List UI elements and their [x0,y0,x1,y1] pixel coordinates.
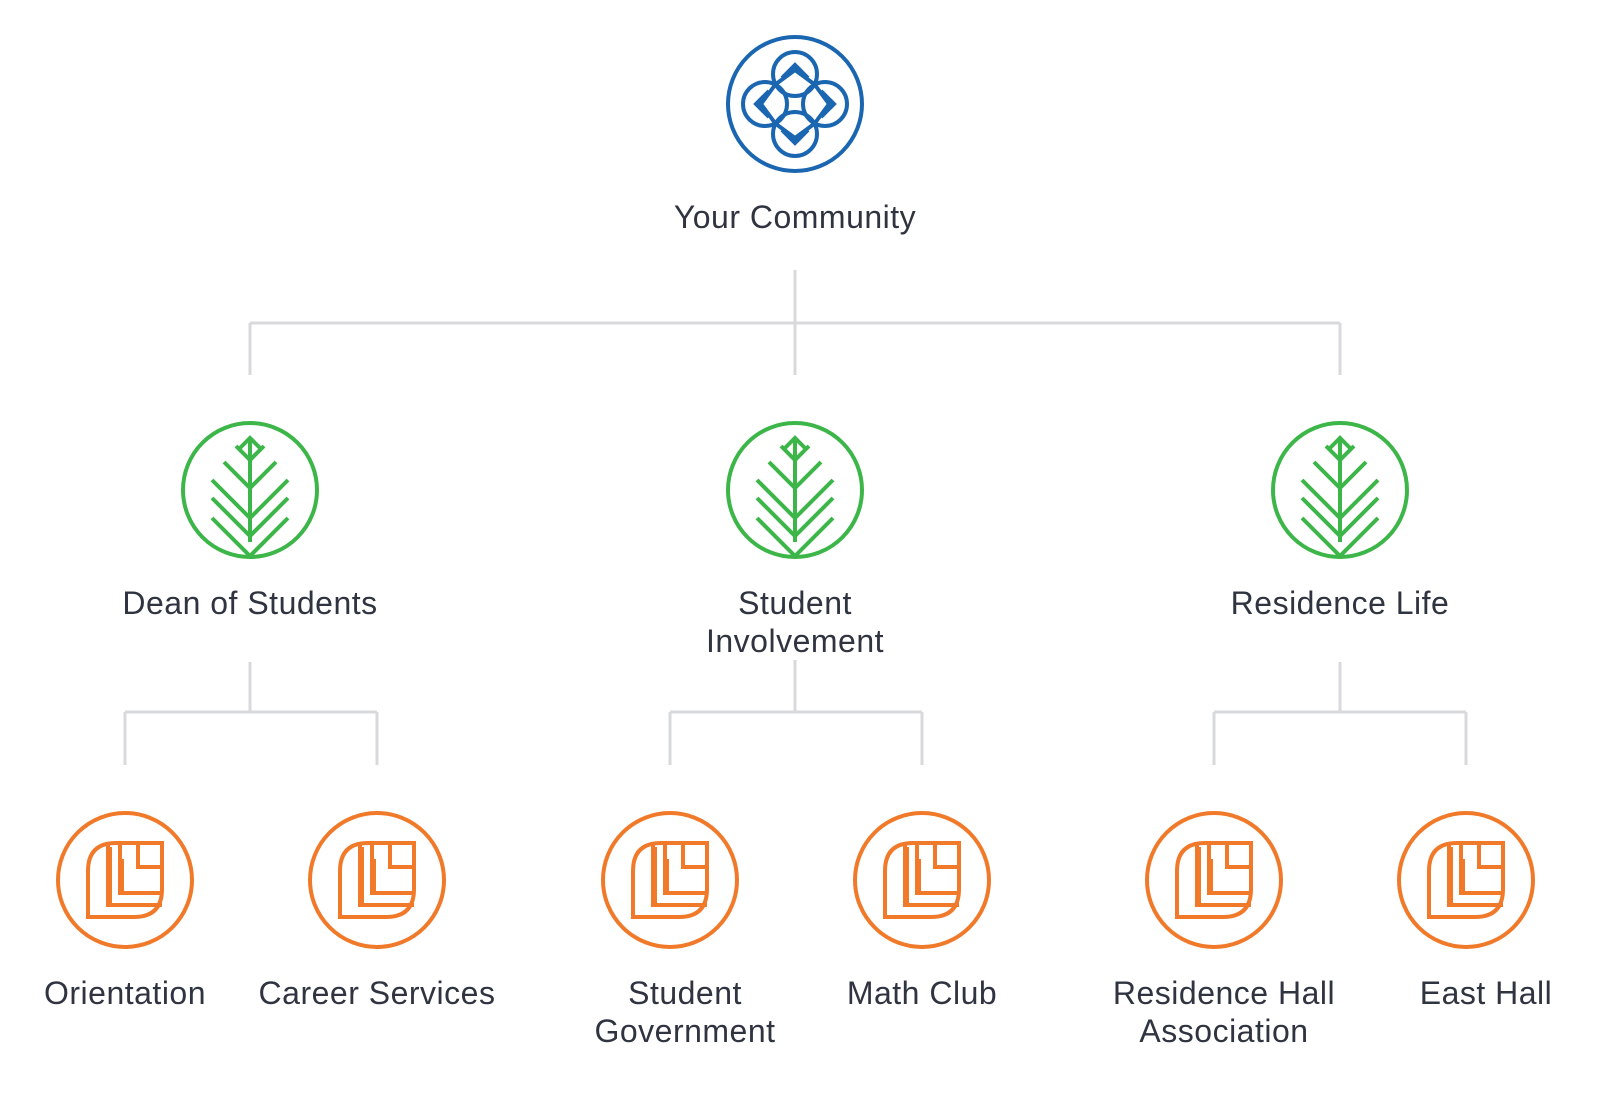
root-label: Your Community [673,199,917,235]
residence-life-label: Residence Life [1230,585,1450,621]
orientation-label: Orientation [43,975,207,1011]
layered-leaf-icon [853,811,991,949]
east-hall-label: East Hall [1419,975,1553,1011]
student-government-label: Student Government [594,975,776,1049]
layered-leaf-icon [601,811,739,949]
leaf-branch-icon [181,421,319,559]
residence-hall-association-label: Residence Hall Association [1112,975,1336,1049]
math-club-label: Math Club [846,975,998,1011]
student-involvement-label: Student Involvement [705,585,885,659]
layered-leaf-icon [308,811,446,949]
community-knot-icon [726,35,864,173]
leaf-branch-icon [726,421,864,559]
connector-lines [123,270,1468,765]
node-icons [56,35,1535,949]
layered-leaf-icon [1397,811,1535,949]
layered-leaf-icon [1145,811,1283,949]
career-services-label: Career Services [258,975,496,1011]
dean-of-students-label: Dean of Students [122,585,378,621]
leaf-branch-icon [1271,421,1409,559]
layered-leaf-icon [56,811,194,949]
